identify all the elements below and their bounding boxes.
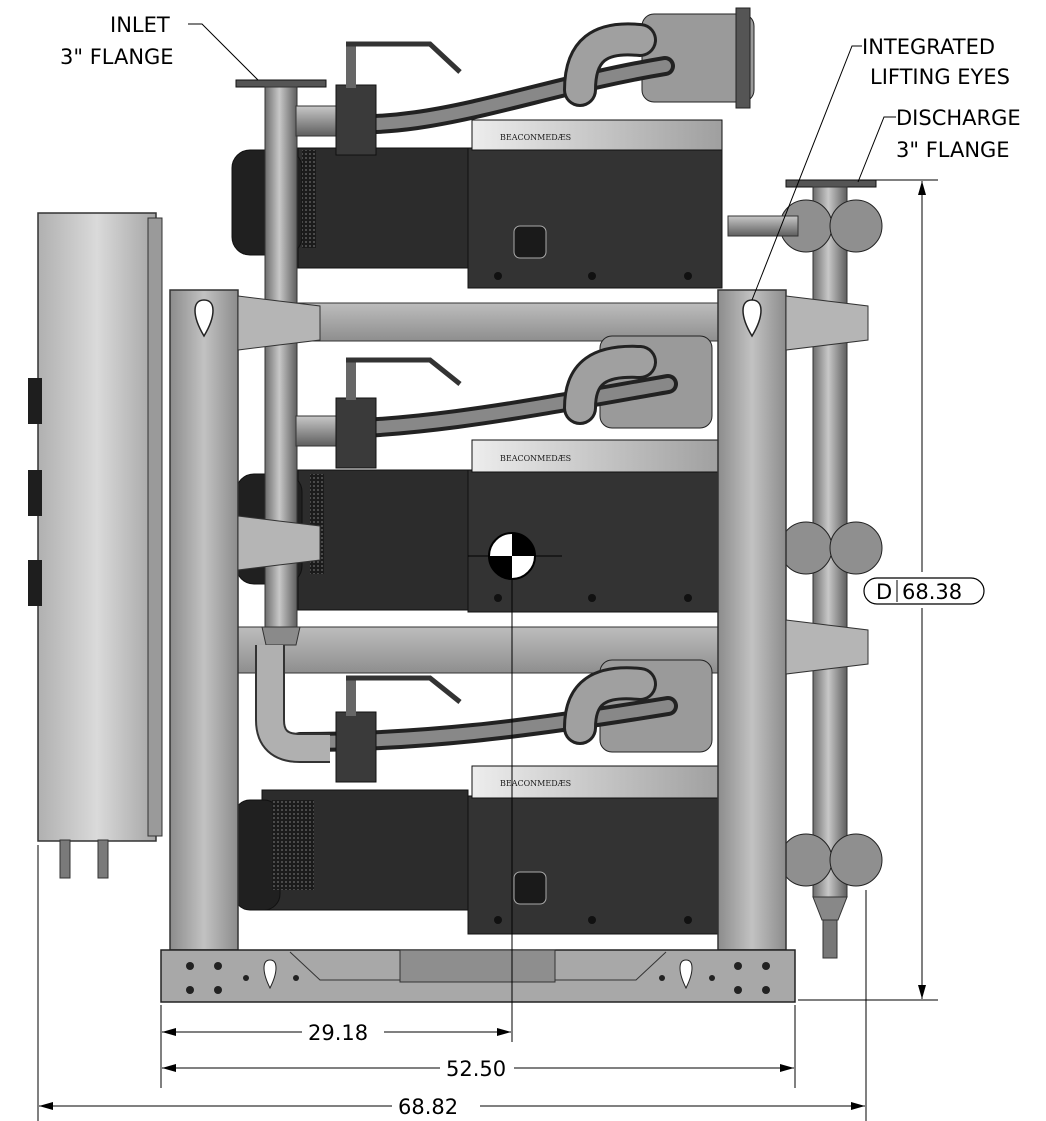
inlet-size-label: 3" FLANGE [60, 45, 174, 69]
height-dimension: 68.38 [902, 580, 962, 604]
brand-plate-text: BEACONMEDÆS [500, 133, 571, 142]
brand-plate-text: BEACONMEDÆS [500, 454, 571, 463]
center-of-gravity-symbol [468, 532, 562, 580]
discharge-label: DISCHARGE [896, 106, 1021, 130]
inlet-valves [335, 41, 462, 783]
overall-width-dimension: 68.82 [398, 1095, 458, 1119]
support-frame [169, 289, 869, 951]
brand-plate-text: BEACONMEDÆS [500, 779, 571, 788]
dimension-lines [37, 179, 938, 1121]
lifting-eye [742, 299, 762, 338]
inlet-label: INLET [110, 13, 170, 37]
callout-leaders [188, 23, 896, 301]
frame-width-dimension: 52.50 [446, 1057, 506, 1081]
lifting-eye [194, 299, 214, 338]
lifting-eyes-label-2: LIFTING EYES [870, 65, 1010, 89]
disconnect-handle [28, 470, 42, 516]
pump-unit-bottom: BEACONMEDÆS [233, 765, 723, 935]
height-dimension-prefix: D [876, 580, 892, 604]
discharge-manifold [727, 179, 883, 959]
disconnect-handle [28, 560, 42, 606]
lifting-eyes-label: INTEGRATED [862, 35, 995, 59]
cog-dimension: 29.18 [308, 1021, 368, 1045]
discharge-size-label: 3" FLANGE [896, 138, 1010, 162]
base-skid [160, 949, 796, 1003]
control-panel [28, 212, 163, 879]
disconnect-handle [28, 378, 42, 424]
pump-unit-top: BEACONMEDÆS [231, 119, 723, 289]
height-dimension-box: D 68.38 [863, 577, 985, 605]
